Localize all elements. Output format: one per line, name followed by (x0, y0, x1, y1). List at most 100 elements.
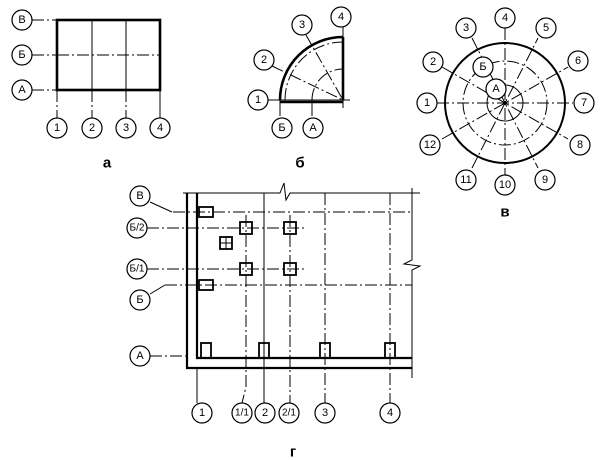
axis-bubble (534, 169, 556, 191)
diagram-b: 1 2 3 4 Б А б (247, 6, 352, 172)
drawing-line (239, 262, 253, 276)
axis-label: 4 (338, 11, 344, 23)
axis-label: 2 (89, 122, 95, 134)
axis-bubble (503, 101, 507, 105)
axis-label: 2 (430, 56, 436, 68)
drawing-line (149, 284, 166, 295)
axis-bubble-row: В Б А (11, 9, 33, 101)
caption-b: б (295, 155, 304, 172)
column (219, 221, 297, 276)
axis-bubble (455, 17, 477, 39)
axis-bubble (569, 134, 591, 156)
caption-a: а (103, 155, 112, 172)
axis-bubble (11, 44, 33, 66)
axis-bubble (149, 117, 171, 139)
axis-label: А (136, 350, 144, 362)
axis-bubble (254, 402, 276, 424)
axis-label: 2 (262, 407, 268, 419)
axis-label: 1 (255, 94, 261, 106)
axis-bubble (535, 17, 557, 39)
axis-bubble-col: 1 2 3 4 (46, 117, 171, 139)
drawing-line (149, 201, 173, 213)
axis-label: А (309, 122, 317, 134)
drawing-line (271, 65, 344, 101)
pilaster (384, 342, 396, 359)
diagram-a: В Б А 1 2 3 4 а (11, 9, 171, 172)
axis-label: 1 (424, 97, 430, 109)
axis-label: 3 (123, 122, 129, 134)
axis-bubble (573, 92, 595, 114)
axis-bubble (126, 217, 148, 239)
diagram-g: В Б/2 Б/1 Б А 1 1/1 2 2/1 3 4 г (126, 182, 422, 460)
axis-bubble (11, 79, 33, 101)
drawing-line (241, 215, 247, 404)
axis-bubble (419, 134, 441, 156)
caption-g: г (290, 444, 296, 460)
axis-label: 5 (543, 22, 549, 34)
axis-bubble (271, 117, 293, 139)
axis-bubble (11, 9, 33, 31)
axis-bubble (567, 50, 589, 72)
axis-label: А (18, 84, 26, 96)
drawing-line (402, 188, 422, 378)
axis-label: 8 (577, 139, 583, 151)
axis-label: 1 (199, 407, 205, 419)
drawing-line (239, 221, 253, 235)
axis-label: 3 (299, 19, 305, 31)
axis-label: Б (278, 122, 285, 134)
axis-label: Б/1 (130, 264, 145, 275)
drawing-line (185, 193, 412, 370)
axis-label: 1/1 (235, 408, 249, 419)
pilaster (200, 342, 212, 359)
pilaster (198, 206, 214, 218)
axis-label: 1 (54, 122, 60, 134)
axis-label: 3 (463, 22, 469, 34)
axis-label: 3 (322, 407, 328, 419)
axis-label: Б (18, 49, 25, 61)
pilaster (258, 342, 270, 359)
axis-bubble (472, 56, 494, 78)
axis-bubble (253, 49, 275, 71)
radial-axis-bubbles: 1 2 3 4 5 6 7 8 9 10 11 12 Б А (416, 7, 595, 196)
axis-bubble (485, 78, 507, 100)
axis-label: 4 (502, 12, 508, 24)
axis-label: 6 (575, 55, 581, 67)
axis-label: Б/2 (130, 223, 145, 234)
drawing-line (195, 193, 412, 360)
axis-label: 11 (460, 174, 471, 186)
drawing-line (283, 262, 297, 276)
drawing-line (441, 66, 569, 140)
axis-bubble (126, 258, 148, 280)
axis-label: Б (136, 294, 143, 306)
drawing-line (311, 68, 344, 101)
axis-bubble (494, 7, 516, 29)
axis-label: 4 (387, 407, 393, 419)
axis-label: 4 (157, 122, 163, 134)
axis-bubble (416, 92, 438, 114)
axis-bubble (46, 117, 68, 139)
pilaster (198, 279, 214, 291)
drawing-line (283, 221, 297, 235)
axis-label: 2/1 (282, 408, 296, 419)
axis-bubble (129, 185, 151, 207)
axis-bubble (278, 402, 300, 424)
axis-bubble (494, 174, 516, 196)
drawing-line (183, 182, 420, 202)
axis-label: А (492, 83, 500, 95)
axis-label: Б (479, 61, 486, 73)
axis-bubble (302, 117, 324, 139)
axis-bubble (81, 117, 103, 139)
axis-bubble (231, 402, 253, 424)
axis-bubble (455, 169, 477, 191)
axis-bubble (191, 402, 213, 424)
axis-label: В (18, 14, 25, 26)
caption-v: в (500, 204, 509, 221)
drawing-line (305, 34, 344, 101)
drawing-line (441, 66, 569, 140)
drawing-line (471, 37, 539, 169)
axis-bubble (115, 117, 137, 139)
axis-bubble (129, 289, 151, 311)
axis-label: 2 (261, 54, 267, 66)
axis-bubble (247, 89, 269, 111)
